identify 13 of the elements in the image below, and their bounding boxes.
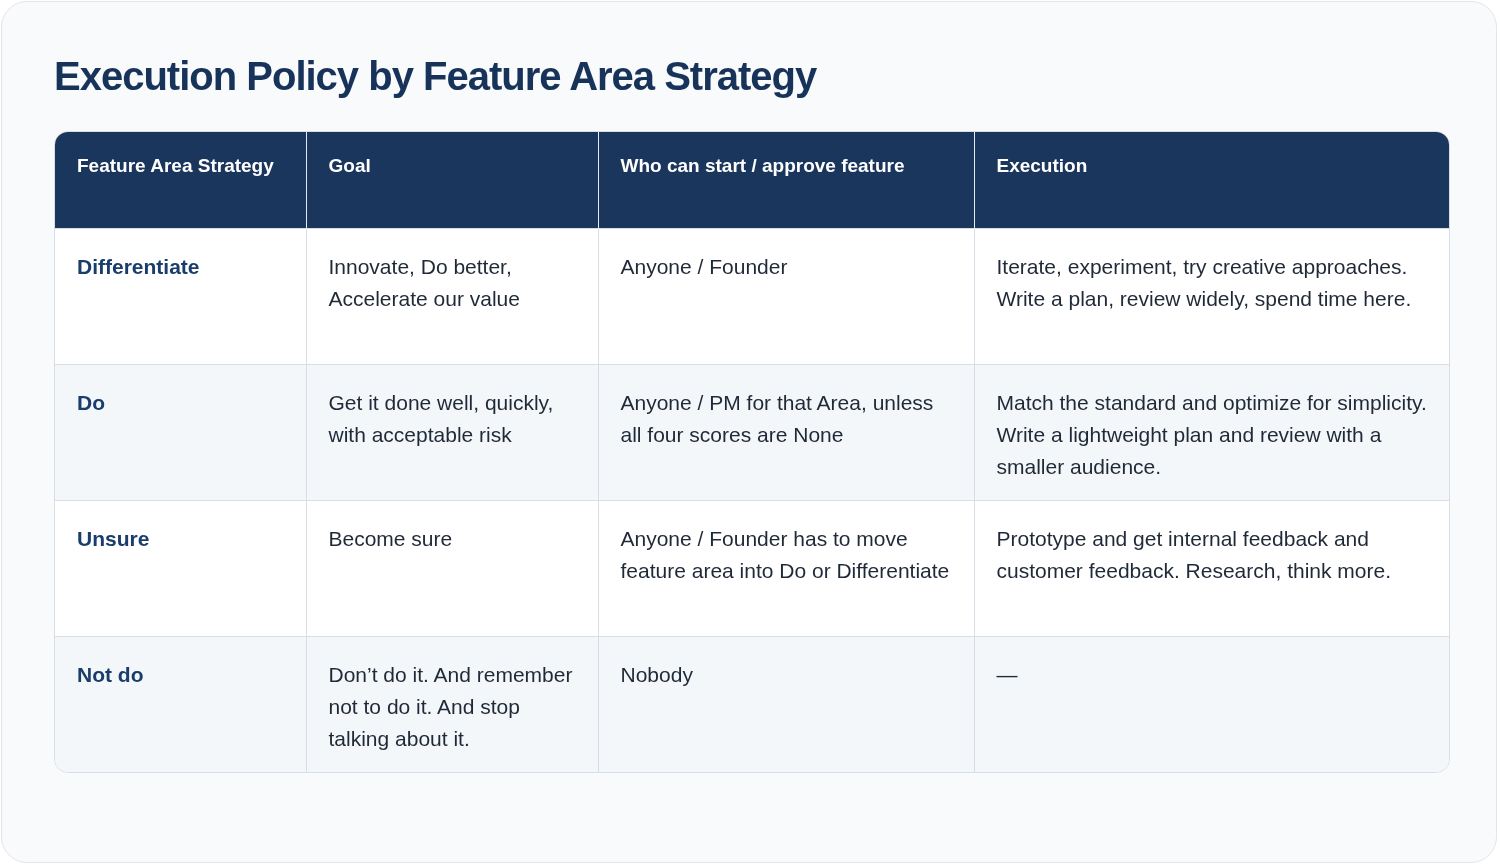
title: Execution Policy by Feature Area Strategy <box>54 54 817 99</box>
row-header-cell: Do <box>55 364 306 500</box>
header-cell: Execution <box>974 132 1449 228</box>
row-header-cell: Not do <box>55 636 306 772</box>
table-cell: Match the standard and optimize for simplicity. Write a lightweight plan and review with a smaller audience. <box>974 364 1449 500</box>
header-cell: Feature Area Strategy <box>55 132 306 228</box>
table-cell: Nobody <box>598 636 974 772</box>
header-cell: Goal <box>306 132 598 228</box>
table-cell: Get it done well, quickly, with acceptable risk <box>306 364 598 500</box>
header-cell: Who can start / approve feature <box>598 132 974 228</box>
table-cell: — <box>974 636 1449 772</box>
table-cell: Don’t do it. And remember not to do it. And stop talking about it. <box>306 636 598 772</box>
table-cell: Anyone / PM for that Area, unless all four scores are None <box>598 364 974 500</box>
